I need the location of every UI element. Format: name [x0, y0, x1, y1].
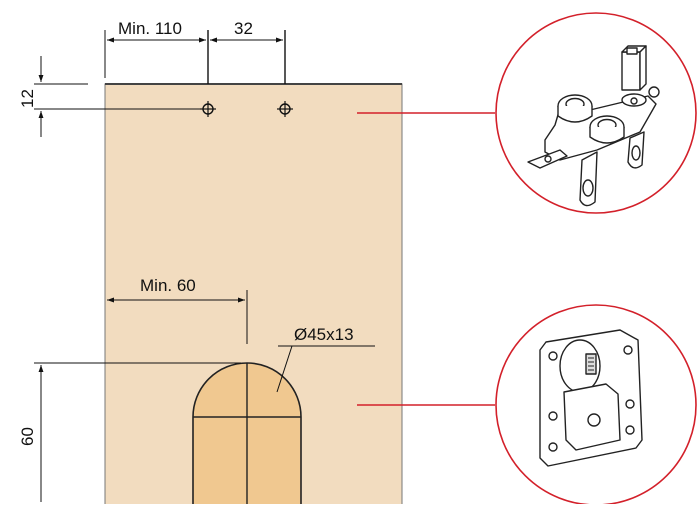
dimension-12: 12 — [18, 56, 202, 137]
label-32: 32 — [234, 19, 253, 38]
dimension-min-60: Min. 60 — [107, 276, 248, 344]
drill-hole-right — [277, 101, 293, 117]
label-12: 12 — [18, 89, 37, 108]
label-min-110: Min. 110 — [118, 19, 182, 38]
dimension-32: 32 — [210, 19, 286, 84]
hole-size-callout: Ø45x13 — [276, 325, 375, 393]
dimension-min-110: Min. 110 — [104, 19, 209, 84]
top-guide-hardware-icon — [527, 45, 660, 207]
label-hole-size: Ø45x13 — [294, 325, 354, 344]
roller-wheel-hardware-icon — [539, 329, 643, 467]
roller-wheel-callout — [495, 304, 697, 506]
top-guide-callout — [495, 12, 697, 214]
bottom-cutout — [192, 362, 302, 504]
label-60: 60 — [18, 427, 37, 446]
dimension-60: 60 — [18, 362, 241, 502]
drill-hole-left — [200, 101, 216, 117]
label-min-60: Min. 60 — [140, 276, 196, 295]
